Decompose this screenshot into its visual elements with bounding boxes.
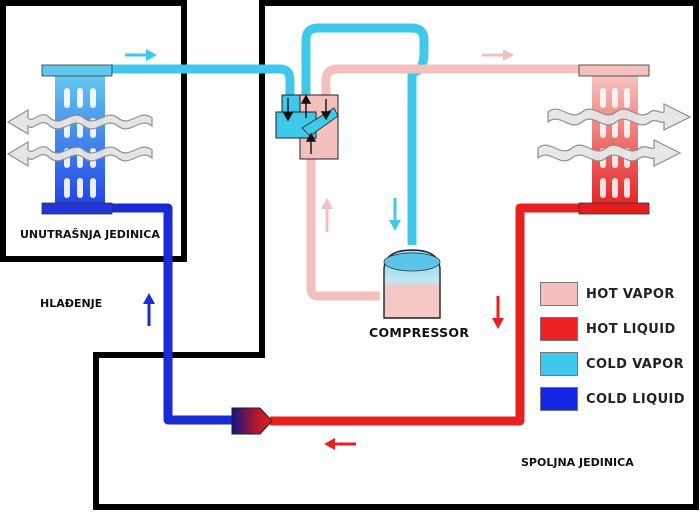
cold-liquid-pipe bbox=[80, 203, 236, 425]
legend-swatch bbox=[540, 317, 578, 341]
legend-label: COLD VAPOR bbox=[586, 356, 685, 372]
indoor-coil bbox=[41, 64, 113, 215]
legend-item-hot-vapor: HOT VAPOR bbox=[540, 281, 675, 307]
arrow-right-icon bbox=[125, 49, 157, 61]
legend-swatch bbox=[540, 387, 578, 411]
arrow-left-icon bbox=[324, 438, 356, 450]
outdoor-unit-label: SPOLJNA JEDINICA bbox=[521, 456, 634, 469]
airflow-arrow-icon bbox=[6, 108, 153, 136]
indoor-unit-label: UNUTRAŠNJA JEDINICA bbox=[20, 228, 160, 241]
pipes bbox=[80, 23, 600, 426]
legend-item-hot-liquid: HOT LIQUID bbox=[540, 316, 676, 342]
compressor bbox=[383, 249, 441, 319]
arrow-down-icon bbox=[492, 296, 504, 329]
expansion-valve bbox=[231, 407, 273, 435]
legend-label: COLD LIQUID bbox=[586, 391, 685, 407]
arrow-up-icon bbox=[143, 293, 155, 326]
indoor-airflow-arrows bbox=[6, 108, 153, 168]
cold-vapor-pipe-indoor bbox=[110, 64, 295, 97]
airflow-arrow-icon bbox=[6, 140, 153, 168]
legend-label: HOT LIQUID bbox=[586, 321, 676, 337]
legend-swatch bbox=[540, 282, 578, 306]
airflow-arrow-icon bbox=[537, 139, 682, 167]
airflow-arrow-icon bbox=[547, 103, 692, 131]
hot-liquid-pipe bbox=[270, 203, 600, 426]
compressor-label: COMPRESSOR bbox=[369, 325, 470, 340]
legend-label: HOT VAPOR bbox=[586, 286, 675, 302]
cooling-mode-label: HLAĐENJE bbox=[40, 297, 103, 310]
indoor-unit-frame bbox=[0, 0, 187, 262]
legend-item-cold-liquid: COLD LIQUID bbox=[540, 386, 685, 412]
hot-vapor-pipe-outdoor bbox=[321, 64, 600, 97]
flow-arrows bbox=[125, 49, 514, 450]
arrow-right-icon bbox=[482, 49, 514, 61]
arrow-up-icon bbox=[321, 198, 333, 232]
arrow-down-icon bbox=[389, 198, 401, 231]
outdoor-unit-frame bbox=[93, 0, 699, 510]
reversing-valve bbox=[275, 94, 339, 160]
outdoor-coil bbox=[578, 64, 650, 215]
legend-item-cold-vapor: COLD VAPOR bbox=[540, 351, 684, 377]
hot-vapor-pipe-discharge bbox=[306, 152, 380, 301]
legend-swatch bbox=[540, 352, 578, 376]
outdoor-airflow-arrows bbox=[537, 103, 692, 167]
